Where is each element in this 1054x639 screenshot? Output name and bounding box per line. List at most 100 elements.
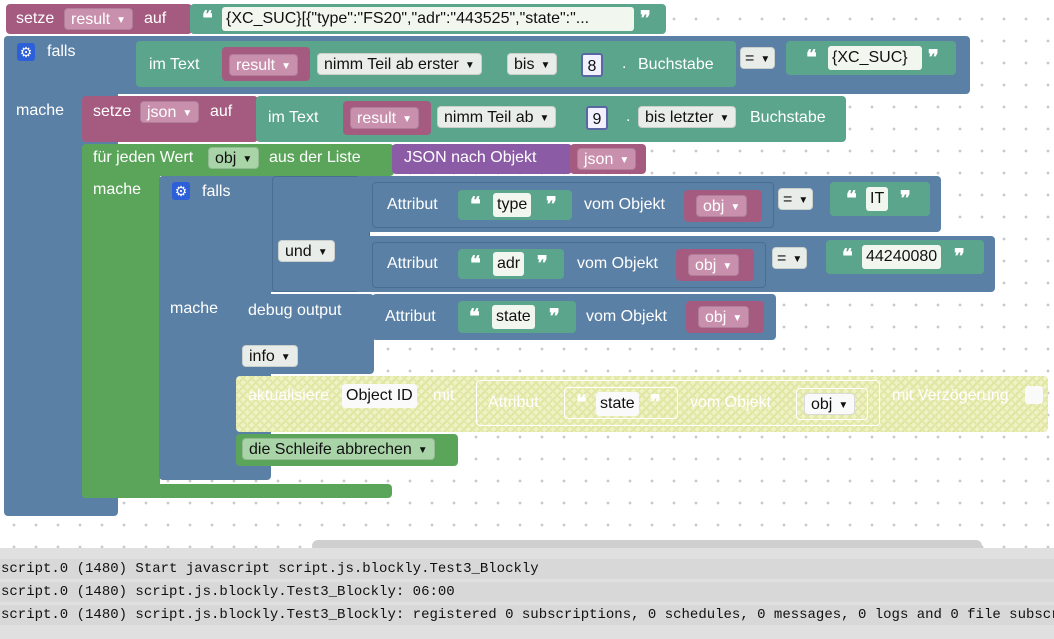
- attribute-label: Attribut: [385, 308, 436, 325]
- im-text-label: im Text: [149, 56, 200, 73]
- chevron-down-icon: ▼: [402, 114, 413, 125]
- json-to-object-label: JSON nach Objekt: [404, 149, 537, 166]
- close-quote-icon: ❞: [546, 192, 557, 216]
- attribute-label: Attribut: [488, 394, 539, 411]
- mache-label: mache: [16, 102, 65, 119]
- text-literal-field[interactable]: {XC_SUC}[{"type":"FS20","adr":"443525","…: [222, 7, 634, 31]
- close-quote-icon: ❞: [928, 45, 939, 69]
- delay-label: mit Verzögerung: [892, 387, 1009, 404]
- variable-dropdown-result[interactable]: result▼: [229, 54, 299, 76]
- number-field[interactable]: 9: [586, 106, 608, 130]
- attribute-label: Attribut: [387, 255, 438, 272]
- open-quote-icon: ❝: [576, 390, 587, 414]
- chevron-down-icon: ▼: [838, 400, 849, 411]
- chevron-down-icon: ▼: [792, 254, 803, 265]
- compare-operator-dropdown[interactable]: =▼: [740, 47, 776, 69]
- open-quote-icon: ❝: [842, 244, 853, 268]
- variable-dropdown-json[interactable]: json▼: [140, 101, 200, 123]
- number-field[interactable]: 8: [581, 53, 603, 77]
- open-quote-icon: ❝: [846, 186, 857, 210]
- set-label: setze: [16, 10, 55, 27]
- chevron-down-icon: ▼: [182, 108, 193, 119]
- horizontal-scrollbar[interactable]: [312, 540, 982, 548]
- loop-variable-dropdown[interactable]: obj▼: [208, 147, 260, 169]
- chevron-down-icon: ▼: [730, 202, 741, 213]
- for-each-label: für jeden Wert: [93, 149, 194, 166]
- dot-label: .: [626, 108, 631, 125]
- logic-operator-dropdown[interactable]: und▼: [278, 240, 335, 262]
- compare-operator-dropdown[interactable]: =▼: [772, 247, 808, 269]
- object-id-field[interactable]: Object ID: [342, 384, 417, 408]
- compare-operator-dropdown[interactable]: =▼: [778, 188, 814, 210]
- variable-dropdown-obj[interactable]: obj▼: [698, 306, 750, 328]
- chevron-down-icon: ▼: [619, 155, 630, 166]
- text-literal-field[interactable]: state: [596, 392, 639, 416]
- variable-dropdown-obj[interactable]: obj▼: [696, 195, 748, 217]
- mit-label: mit: [433, 387, 455, 404]
- blockly-workspace[interactable]: setze result▼ auf ❝ {XC_SUC}[{"type":"FS…: [0, 0, 1054, 548]
- open-quote-icon: ❝: [469, 304, 480, 328]
- log-line: script.0 (1480) script.js.blockly.Test3_…: [0, 605, 1054, 625]
- chevron-down-icon: ▼: [464, 60, 475, 71]
- attribute-block[interactable]: [476, 380, 880, 426]
- break-mode-dropdown[interactable]: die Schleife abbrechen▼: [242, 438, 435, 460]
- log-line: script.0 (1480) script.js.blockly.Test3_…: [0, 582, 1054, 602]
- chevron-down-icon: ▼: [798, 195, 809, 206]
- buchstabe-label: Buchstabe: [750, 109, 826, 126]
- gear-icon[interactable]: ⚙: [172, 182, 190, 200]
- open-quote-icon: ❝: [202, 6, 213, 30]
- close-quote-icon: ❞: [650, 390, 661, 414]
- close-quote-icon: ❞: [900, 186, 911, 210]
- for-each-block[interactable]: [82, 144, 160, 498]
- variable-dropdown-result[interactable]: result▼: [350, 107, 420, 129]
- open-quote-icon: ❝: [806, 45, 817, 69]
- log-console: script.0 (1480) Start javascript script.…: [0, 548, 1054, 639]
- json-to-object-block[interactable]: [392, 144, 572, 174]
- for-each-footer: [82, 484, 392, 498]
- close-quote-icon: ❞: [549, 304, 560, 328]
- logic-and-block[interactable]: [272, 176, 370, 292]
- chevron-down-icon: ▼: [760, 54, 771, 65]
- text-literal-field[interactable]: type: [493, 193, 532, 217]
- substring-mode-dropdown[interactable]: nimm Teil ab▼: [437, 106, 557, 128]
- chevron-down-icon: ▼: [540, 60, 551, 71]
- chevron-down-icon: ▼: [280, 352, 291, 363]
- vom-objekt-label: vom Objekt: [586, 308, 667, 325]
- gear-icon[interactable]: ⚙: [17, 43, 35, 61]
- chevron-down-icon: ▼: [417, 445, 428, 456]
- debug-output-label: debug output: [248, 302, 342, 319]
- chevron-down-icon: ▼: [281, 61, 292, 72]
- set-label: setze: [93, 103, 132, 120]
- variable-dropdown-obj[interactable]: obj▼: [688, 254, 740, 276]
- attribute-label: Attribut: [387, 196, 438, 213]
- update-label: aktualisiere: [248, 387, 329, 404]
- im-text-label: im Text: [268, 109, 319, 126]
- close-quote-icon: ❞: [537, 251, 548, 275]
- substring-end-dropdown[interactable]: bis▼: [507, 53, 558, 75]
- variable-dropdown-obj[interactable]: obj▼: [804, 393, 856, 415]
- text-literal-field[interactable]: 44240080: [862, 245, 942, 269]
- log-line: script.0 (1480) Start javascript script.…: [0, 559, 1054, 579]
- text-literal-field[interactable]: IT: [866, 187, 889, 211]
- close-quote-icon: ❞: [640, 6, 651, 30]
- substring-mode-dropdown[interactable]: nimm Teil ab erster▼: [317, 53, 482, 75]
- variable-block-obj[interactable]: [796, 388, 868, 420]
- log-level-dropdown[interactable]: info▼: [242, 345, 298, 367]
- substring-end-dropdown[interactable]: bis letzter▼: [638, 106, 737, 128]
- vom-objekt-label: vom Objekt: [577, 255, 658, 272]
- text-literal-field[interactable]: adr: [493, 252, 525, 276]
- vom-objekt-label: vom Objekt: [584, 196, 665, 213]
- chevron-down-icon: ▼: [116, 15, 127, 26]
- text-literal-block[interactable]: [564, 387, 678, 419]
- dot-label: .: [622, 55, 627, 72]
- auf-label: auf: [144, 10, 167, 27]
- text-literal-field[interactable]: {XC_SUC}: [828, 46, 922, 70]
- vom-objekt-label: vom Objekt: [690, 394, 771, 411]
- text-literal-field[interactable]: state: [492, 305, 535, 329]
- open-quote-icon: ❝: [470, 192, 481, 216]
- chevron-down-icon: ▼: [719, 113, 730, 124]
- variable-dropdown-result[interactable]: result▼: [64, 8, 134, 30]
- chevron-down-icon: ▼: [722, 261, 733, 272]
- variable-dropdown-json[interactable]: json▼: [577, 148, 637, 170]
- delay-checkbox[interactable]: [1025, 386, 1043, 404]
